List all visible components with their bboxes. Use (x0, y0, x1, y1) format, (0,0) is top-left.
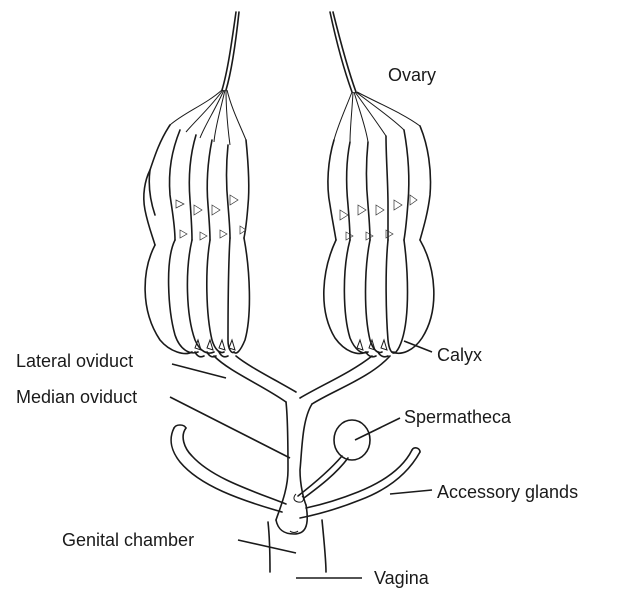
calyx-label: Calyx (437, 346, 482, 364)
median-oviduct-label: Median oviduct (16, 388, 137, 406)
spermatheca-label: Spermatheca (404, 408, 511, 426)
genital-chamber (268, 505, 326, 572)
left-ovary (144, 12, 250, 357)
lateral-oviduct-label: Lateral oviduct (16, 352, 133, 370)
right-ovary (324, 12, 434, 357)
left-basal-follicles (145, 238, 249, 357)
right-basal-follicles (324, 240, 434, 357)
genital-chamber-leader-line (238, 540, 296, 553)
oviducts (214, 356, 390, 520)
left-ovariole-chambers (144, 125, 249, 245)
median-oviduct-leader-line (170, 397, 290, 458)
genital-chamber-label: Genital chamber (62, 531, 194, 549)
accessory-glands (171, 425, 420, 518)
lateral-oviduct-leader-line (172, 364, 226, 378)
right-ovariole-chambers (328, 126, 431, 240)
accessory-glands-label: Accessory glands (437, 483, 578, 501)
spermatheca-leader-line (355, 418, 400, 440)
left-terminal-filament (170, 12, 246, 145)
vagina-label: Vagina (374, 569, 429, 587)
accessory-glands-leader-line (390, 490, 432, 494)
spermatheca (294, 420, 370, 502)
ovary-label: Ovary (388, 66, 436, 84)
